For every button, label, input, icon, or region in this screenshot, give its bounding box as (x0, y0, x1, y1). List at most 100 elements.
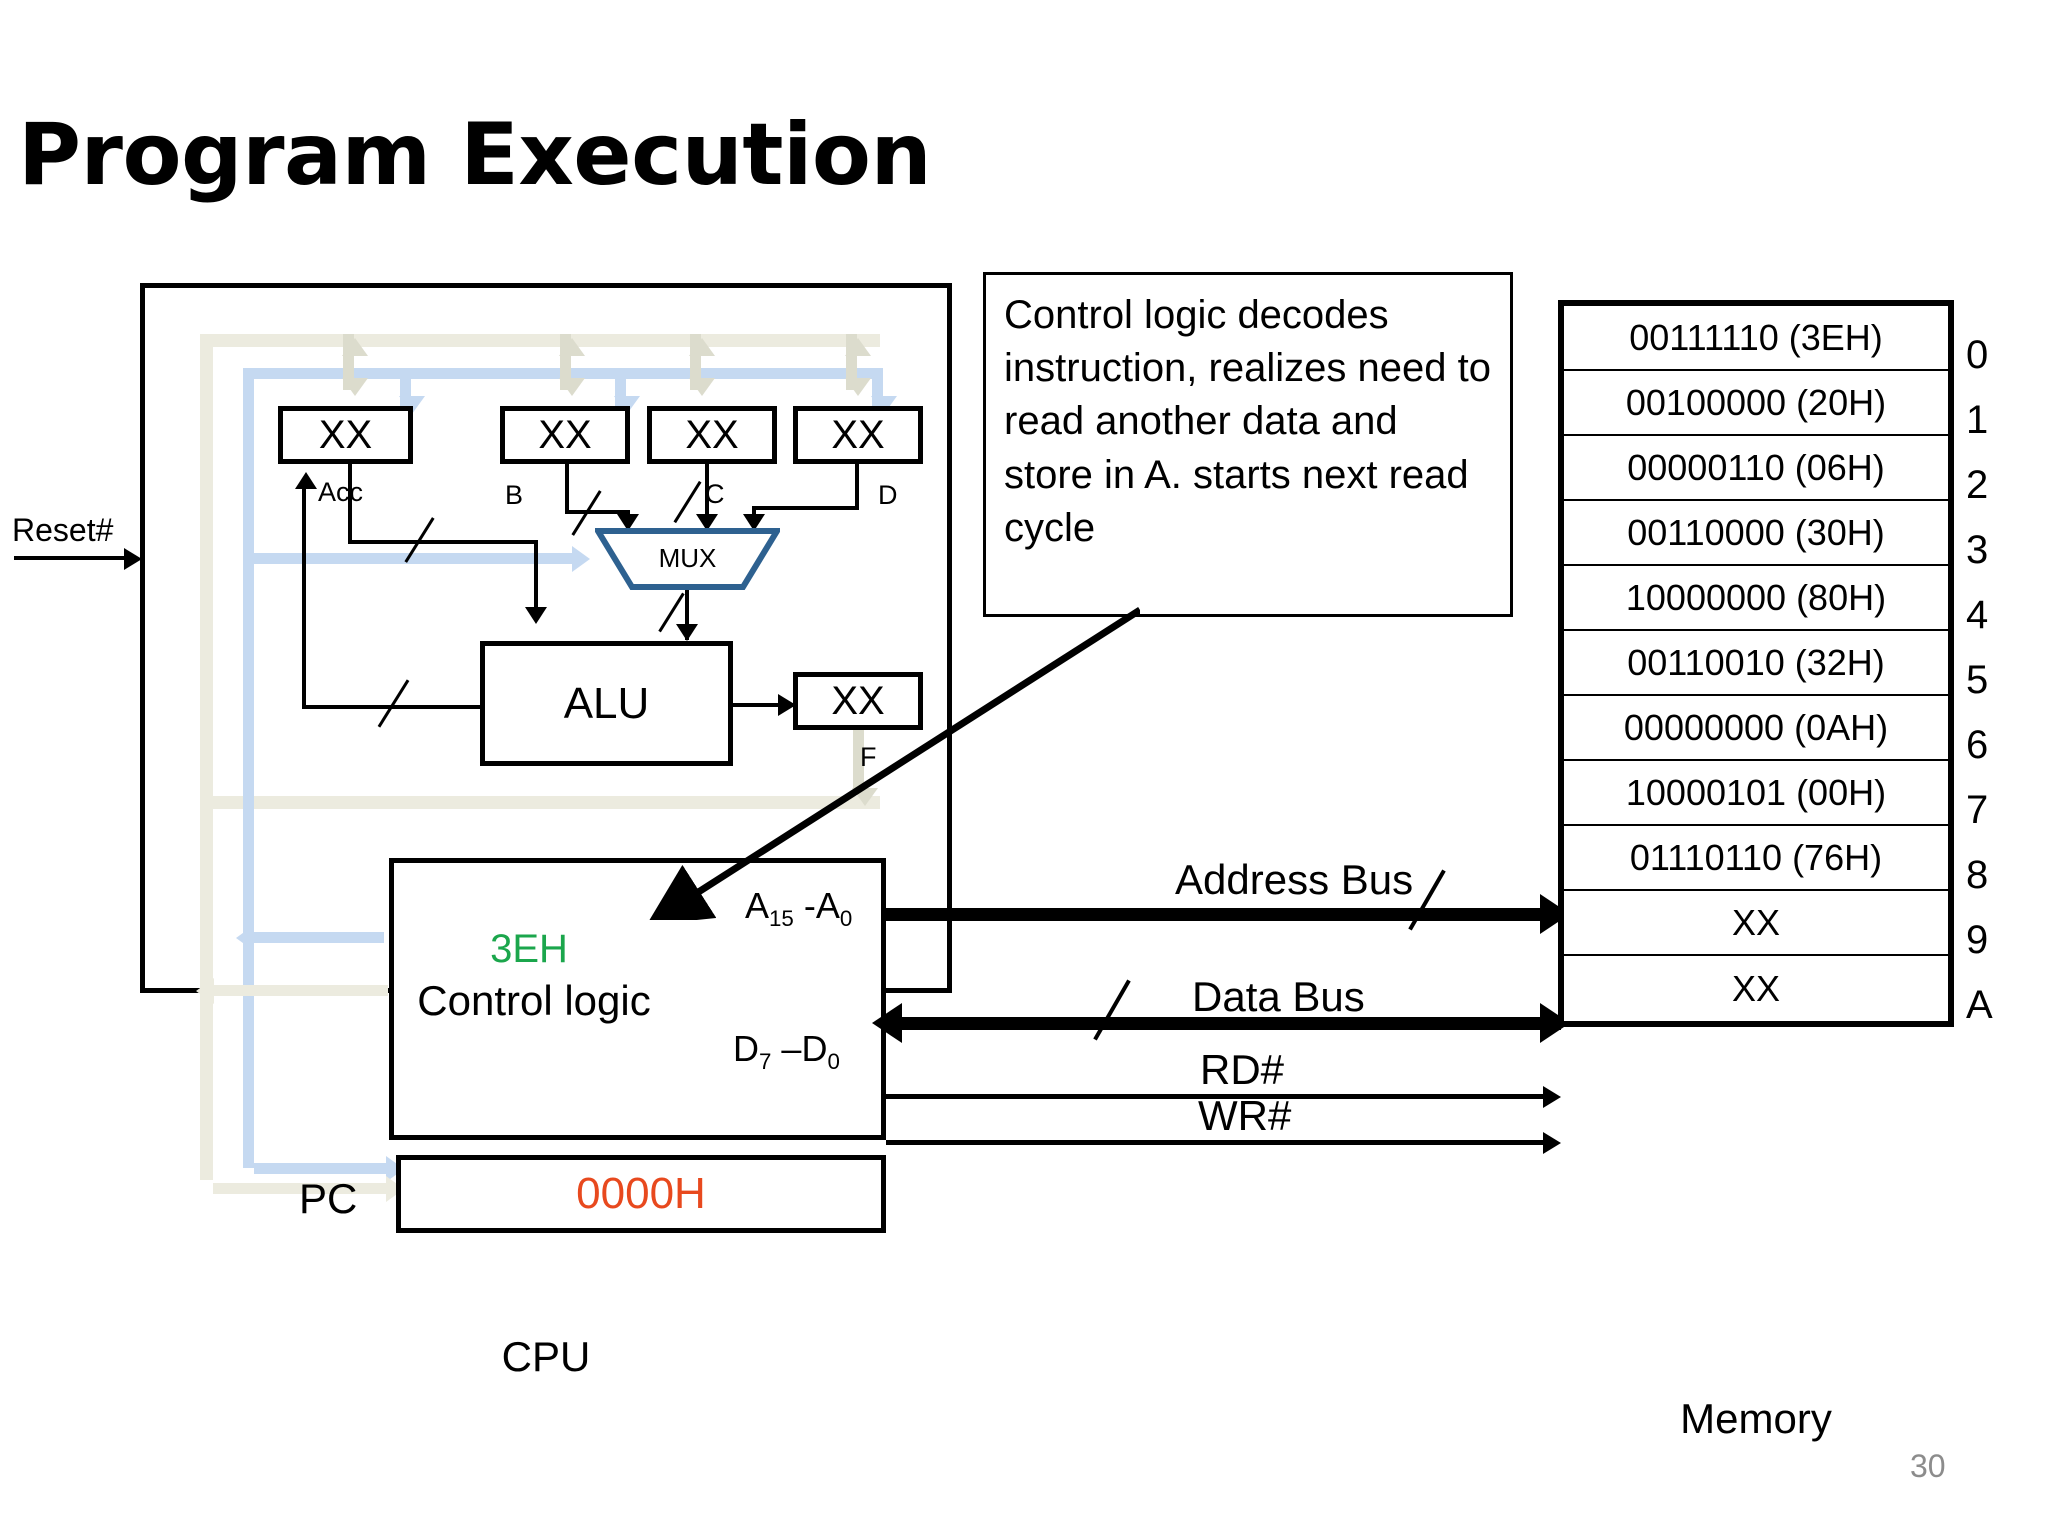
bus-arrow-c-tan-up (689, 338, 715, 356)
wire-acc-feedback-arrowhead (295, 472, 317, 489)
memory-row[interactable]: 10000101 (00H) (1564, 761, 1948, 826)
bus-arrow-b-tan-up (559, 338, 585, 356)
bus-feed-cl-arrow-left (236, 925, 254, 951)
memory-address-label: 4 (1966, 593, 1989, 637)
address-bus-line (886, 908, 1561, 921)
bus-feed-mux-blue (254, 553, 574, 564)
bus-arrow-d-tan-down (845, 378, 871, 396)
bus-feed-pc-tan (213, 1183, 389, 1194)
read-strobe-line (886, 1094, 1556, 1099)
memory-row[interactable]: 00110000 (30H) (1564, 501, 1948, 566)
register-f[interactable]: XX (793, 672, 923, 730)
register-d-value: XX (831, 412, 885, 457)
program-counter-label: PC (299, 1175, 358, 1222)
data-bus-arrowhead-left (872, 1003, 902, 1043)
memory-cell-value: 00000110 (06H) (1627, 446, 1885, 488)
bus-arrow-c-tan-down (689, 378, 715, 396)
memory-address-label: 8 (1966, 853, 1989, 897)
memory-cell-value: 10000101 (00H) (1625, 771, 1887, 813)
control-logic-opcode: 3EH (490, 927, 568, 971)
mux-shape (595, 528, 780, 590)
wire-acc-out-down (534, 540, 538, 610)
register-acc-label: Acc (318, 477, 364, 507)
callout-box: Control logic decodes instruction, reali… (983, 272, 1513, 617)
bus-feed-pc-blue (254, 1163, 389, 1174)
register-c-value: XX (685, 412, 739, 457)
memory-address-label: 5 (1966, 658, 1989, 702)
memory-address-label: 3 (1966, 528, 1989, 572)
memory-cell-value: 10000000 (80H) (1625, 576, 1887, 618)
control-logic-block[interactable] (389, 858, 886, 1140)
program-counter-value: 0000H (576, 1169, 706, 1218)
memory-row[interactable]: XX (1564, 891, 1948, 956)
wire-c-arrowhead (696, 514, 718, 531)
memory-address-label: 2 (1966, 463, 1989, 507)
bus-stub-acc-tan (343, 334, 354, 390)
bus-stub-d-tan (846, 334, 857, 390)
data-pin-label: D7 –D0 (733, 1028, 840, 1075)
wire-b-out-horz (565, 510, 630, 514)
memory-row[interactable]: 10000000 (80H) (1564, 566, 1948, 631)
internal-bus-blue-left (243, 368, 254, 1168)
page-title: Program Execution (18, 105, 932, 205)
register-b[interactable]: XX (500, 406, 630, 464)
data-bus-width-slash (1093, 979, 1131, 1041)
bus-feed-mux-arrow (572, 546, 590, 572)
wire-d-out-horz (752, 506, 859, 510)
bus-return-f-tan (853, 710, 864, 795)
program-counter-register[interactable]: 0000H (396, 1155, 886, 1233)
wire-acc-feedback-vert (302, 489, 306, 709)
address-pin-label: A15 -A0 (745, 885, 853, 932)
bus-arrow-b-tan-down (559, 378, 585, 396)
data-bus-line (886, 1017, 1561, 1030)
register-c[interactable]: XX (647, 406, 777, 464)
read-strobe-label: RD# (1200, 1046, 1285, 1093)
memory-row[interactable]: 00000110 (06H) (1564, 436, 1948, 501)
wire-mux-arrowhead (676, 624, 698, 641)
wire-d-out-vert (855, 464, 859, 510)
memory-cell-value: 00000000 (0AH) (1623, 706, 1889, 748)
memory-row[interactable]: XX (1564, 956, 1948, 1021)
memory-cell-value: 00110000 (30H) (1627, 511, 1885, 553)
data-bus-label: Data Bus (1192, 973, 1365, 1020)
memory-cell-value: 00110010 (32H) (1627, 641, 1885, 683)
memory-row[interactable]: 00000000 (0AH) (1564, 696, 1948, 761)
bus-stub-b-blue (615, 368, 626, 406)
wire-b-arrowhead (617, 514, 639, 531)
callout-pointer-arrow (646, 607, 1140, 920)
register-d-label: D (878, 480, 898, 510)
wire-alu-to-f (733, 703, 793, 707)
register-d[interactable]: XX (793, 406, 923, 464)
wire-b-out-vert (565, 464, 569, 514)
wire-acc-out-arrowhead (525, 607, 547, 624)
write-strobe-arrowhead (1543, 1132, 1561, 1154)
memory-table: 00111110 (3EH) 00100000 (20H) 00000110 (… (1558, 300, 1954, 1027)
register-acc-value: XX (318, 412, 373, 457)
register-acc[interactable]: XX (278, 406, 413, 464)
memory-cell-value: 01110110 (76H) (1629, 836, 1883, 878)
memory-cell-value: 00100000 (20H) (1625, 381, 1887, 423)
memory-row[interactable]: 01110110 (76H) (1564, 826, 1948, 891)
bus-stub-d-blue (872, 368, 883, 406)
bus-arrow-d-tan-up (845, 338, 871, 356)
register-f-value: XX (831, 678, 885, 723)
memory-address-label: 6 (1966, 723, 1989, 767)
bus-stub-c-tan (690, 334, 701, 390)
alu-label: ALU (563, 678, 650, 728)
bus-arrow-acc-tan-up (342, 338, 368, 356)
memory-row[interactable]: 00111110 (3EH) (1564, 306, 1948, 371)
bus-feed-cl-tan-arrow (196, 978, 214, 1004)
alu-block[interactable]: ALU (480, 641, 733, 766)
memory-row[interactable]: 00110010 (32H) (1564, 631, 1948, 696)
memory-label: Memory (1680, 1395, 1832, 1442)
cpu-label: CPU (501, 1333, 591, 1380)
memory-address-label: A (1966, 983, 1993, 1027)
memory-address-label: 7 (1966, 788, 1989, 832)
memory-row[interactable]: 00100000 (20H) (1564, 371, 1948, 436)
register-c-label: C (705, 479, 725, 509)
bus-arrow-acc-tan-down (342, 378, 368, 396)
register-b-label: B (505, 480, 524, 510)
bus-feed-cl-tan (213, 985, 388, 996)
wire-reset-arrowhead (124, 548, 142, 570)
